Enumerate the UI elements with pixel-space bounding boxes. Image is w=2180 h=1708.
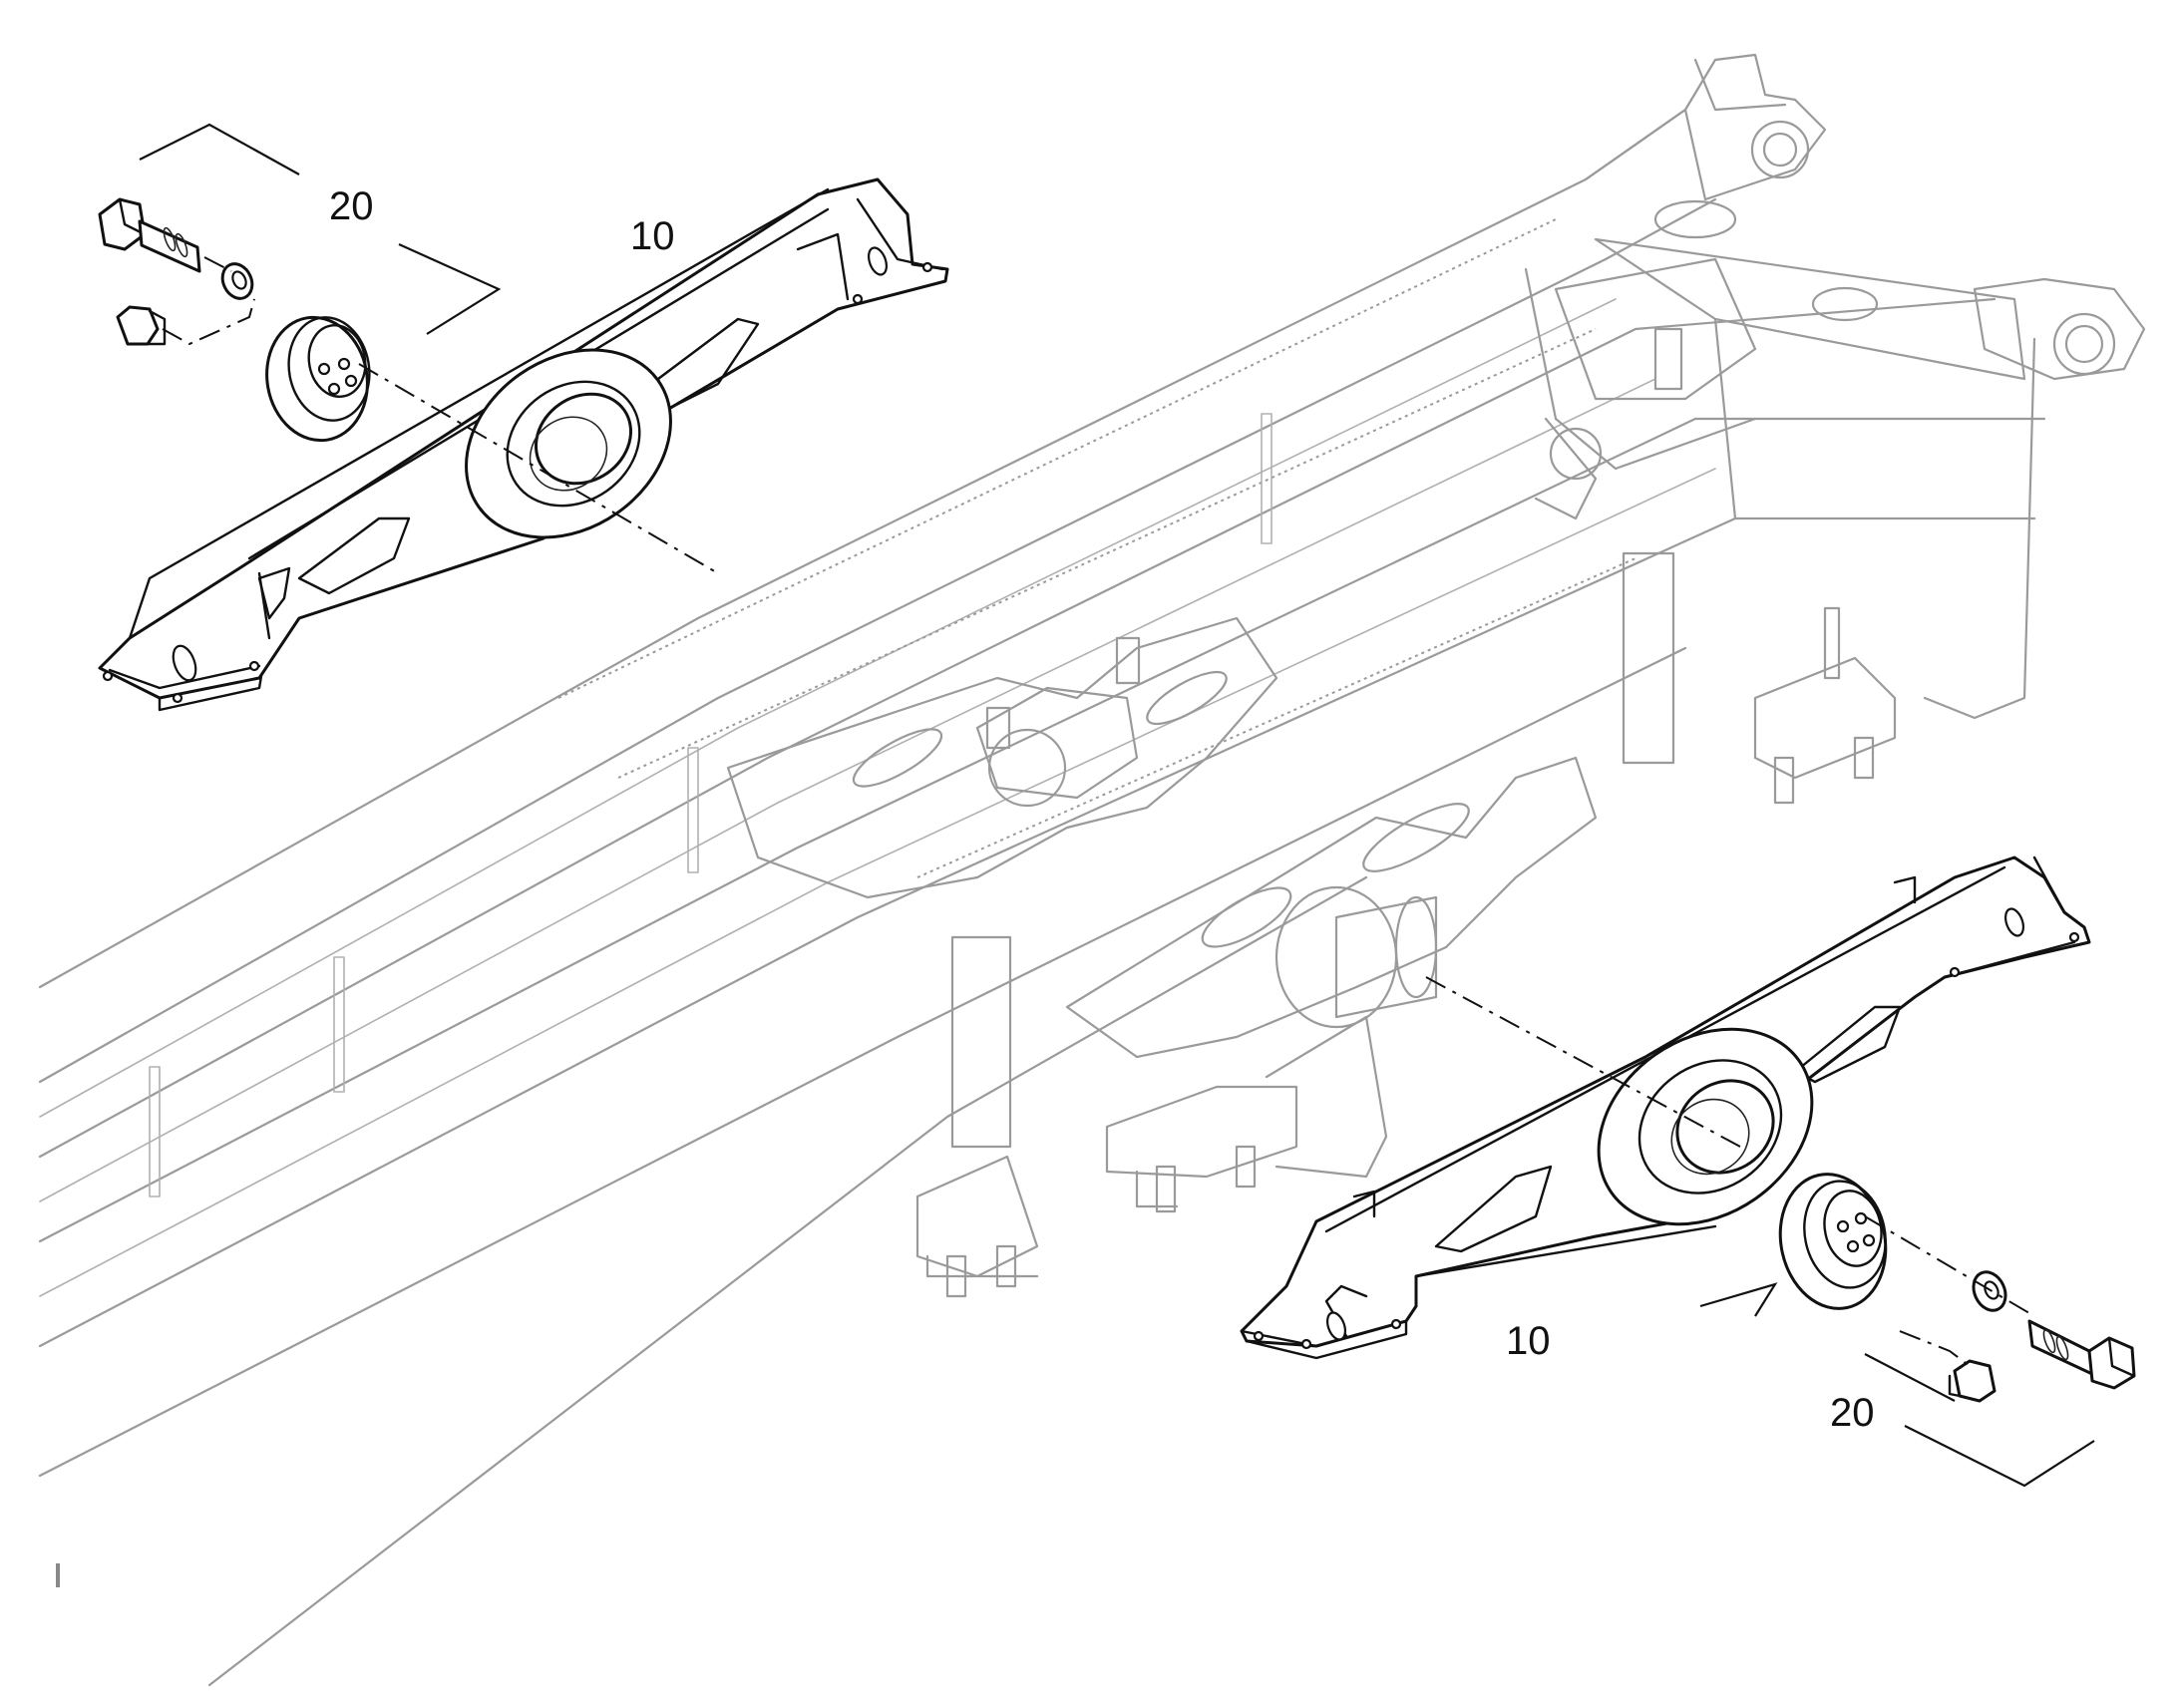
upper-pin-cap [265, 315, 371, 443]
upper-bolt [98, 197, 201, 273]
callout-upper-kit: 20 [329, 184, 374, 228]
callout-lower-beam: 10 [1506, 1319, 1551, 1363]
upper-centerline [162, 298, 719, 574]
callout-lower-kit: 20 [1830, 1391, 1875, 1435]
lower-centerline [1425, 976, 2035, 1317]
lower-kit-bracket [1699, 1282, 2095, 1488]
upper-equalizer-beam [98, 177, 949, 712]
lower-plug-centerline [1899, 1330, 1971, 1367]
lower-plug [1948, 1359, 1997, 1403]
upper-washer [220, 262, 254, 300]
corner-mark [56, 1563, 60, 1587]
lower-equalizer-beam [1240, 855, 2091, 1360]
upper-bolt-centerline [203, 256, 232, 272]
lower-washer [1972, 1270, 2007, 1312]
callout-upper-beam: 10 [630, 214, 675, 258]
lower-bolt [2027, 1319, 2136, 1390]
upper-plug [116, 305, 167, 346]
upper-kit-bracket [139, 123, 502, 335]
ghosted-chassis-frame [38, 53, 2146, 1687]
lower-pin-cap [1778, 1173, 1888, 1310]
upper-hardware-kit [98, 197, 371, 443]
lower-hardware-kit [1778, 1173, 2136, 1403]
